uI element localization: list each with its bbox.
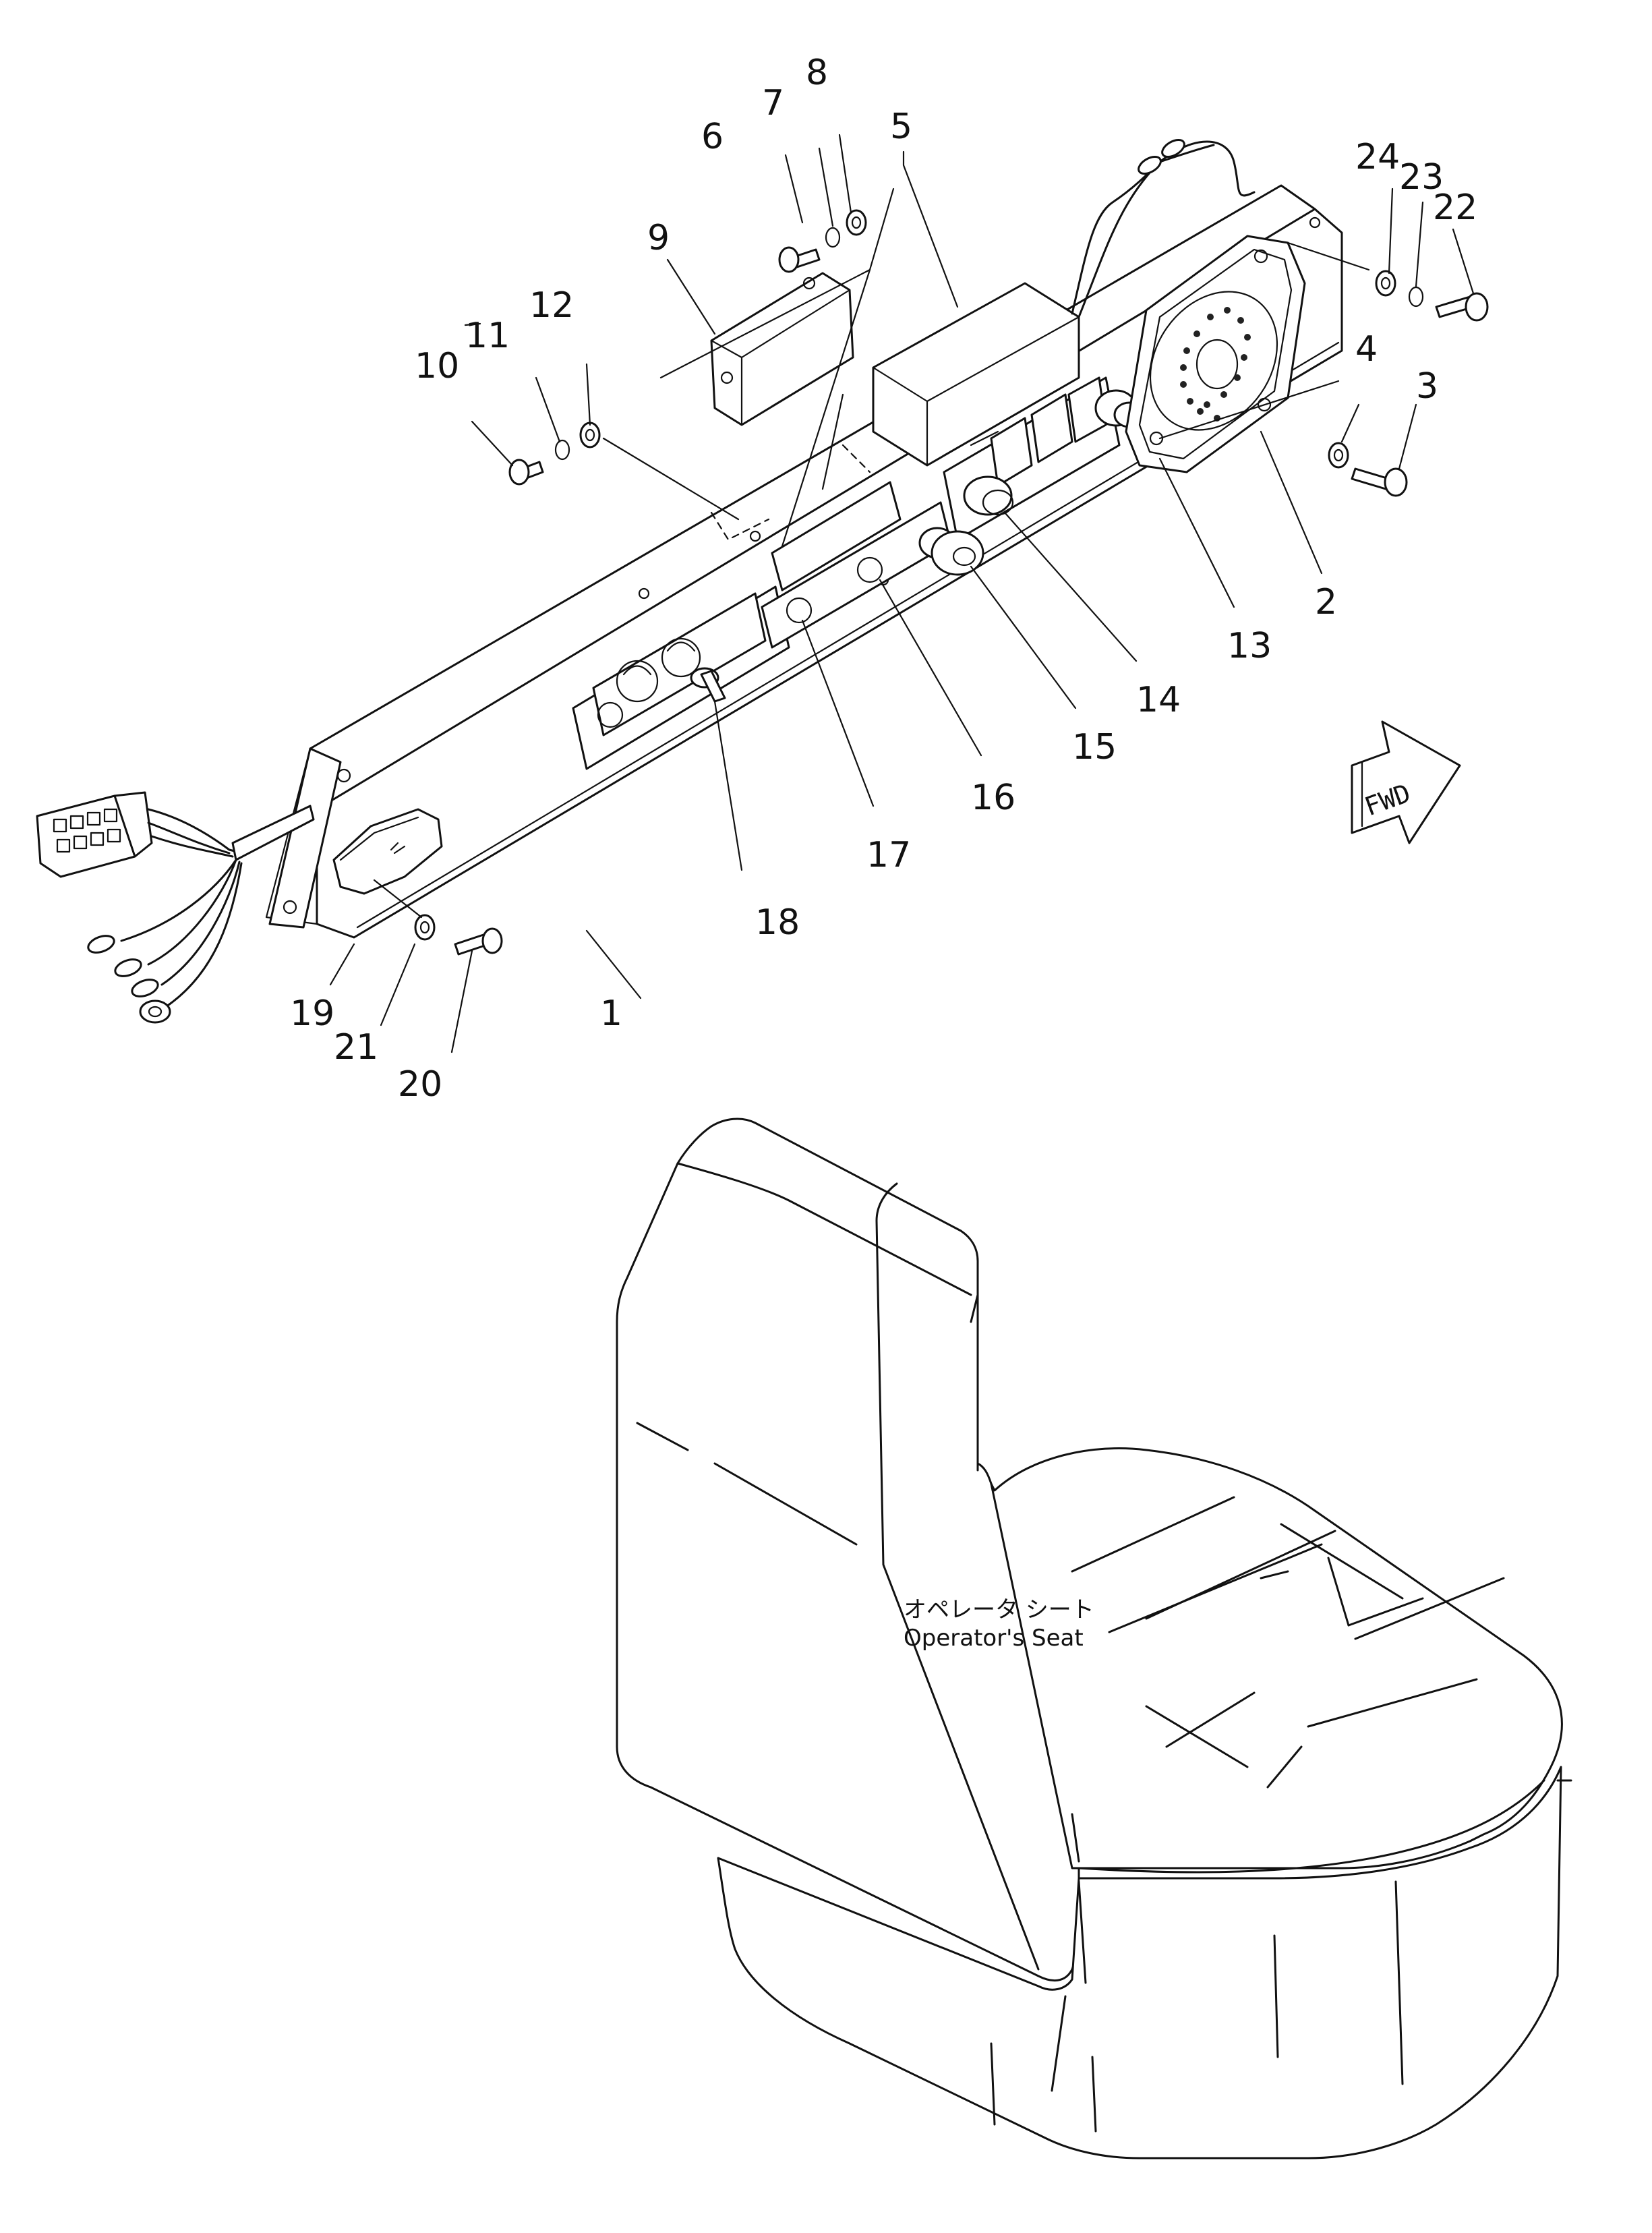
callout-3: 3: [1416, 366, 1438, 407]
fastener-group-6-8: [778, 209, 867, 273]
callout-22: 22: [1433, 187, 1477, 228]
callout-13: 13: [1227, 626, 1272, 666]
callout-16: 16: [971, 778, 1015, 818]
gauge-cluster: [572, 585, 790, 770]
fastener-group-3-4: [1328, 442, 1408, 497]
callout-1: 1: [600, 993, 622, 1034]
rotary-knob-14: [963, 475, 1014, 516]
callout-12: 12: [529, 285, 574, 326]
callout-17: 17: [866, 835, 911, 875]
callout-14: 14: [1136, 680, 1181, 720]
callout-labels: 1 2 3 4 5 6 7 8 9 10 11 12 13 14 15 16 1…: [290, 53, 1477, 1105]
callout-4: 4: [1355, 329, 1378, 370]
component-box-5: [872, 139, 1256, 467]
callout-11-dash: [464, 322, 481, 326]
callout-20: 20: [398, 1064, 442, 1105]
callout-7: 7: [762, 83, 784, 123]
bracket-9: [710, 272, 854, 426]
fastener-group-10-12: [508, 422, 601, 486]
toggle-switch-18: [690, 667, 726, 703]
assembly-guide-lines: [602, 187, 1370, 548]
rotary-knob-15: [918, 527, 984, 576]
callout-10: 10: [415, 346, 459, 386]
forward-direction-marker: FWD: [1351, 720, 1461, 844]
callout-15: 15: [1072, 727, 1117, 767]
callout-18: 18: [755, 902, 800, 943]
callout-8: 8: [806, 53, 828, 93]
leader-lines: [329, 134, 1475, 1053]
wiring-harness: [36, 791, 315, 1024]
lamp-19: [332, 808, 443, 895]
speaker-2: [1125, 235, 1306, 473]
callout-11: 11: [465, 316, 510, 356]
fastener-group-22-24: [1375, 270, 1489, 322]
callout-6: 6: [701, 117, 724, 157]
fastener-group-20-21: [373, 879, 503, 956]
seat-label-en: Operator's Seat: [904, 1625, 1084, 1652]
seat-label-jp: オペレータ シート: [904, 1596, 1094, 1623]
callout-24: 24: [1355, 137, 1400, 177]
operator-seat: オペレータ シート Operator's Seat: [616, 1118, 1572, 2159]
callout-5: 5: [890, 107, 912, 147]
callout-9: 9: [647, 218, 670, 258]
callout-2: 2: [1315, 582, 1337, 622]
callout-19: 19: [290, 993, 334, 1034]
callout-23: 23: [1399, 157, 1444, 198]
callout-21: 21: [334, 1027, 378, 1068]
